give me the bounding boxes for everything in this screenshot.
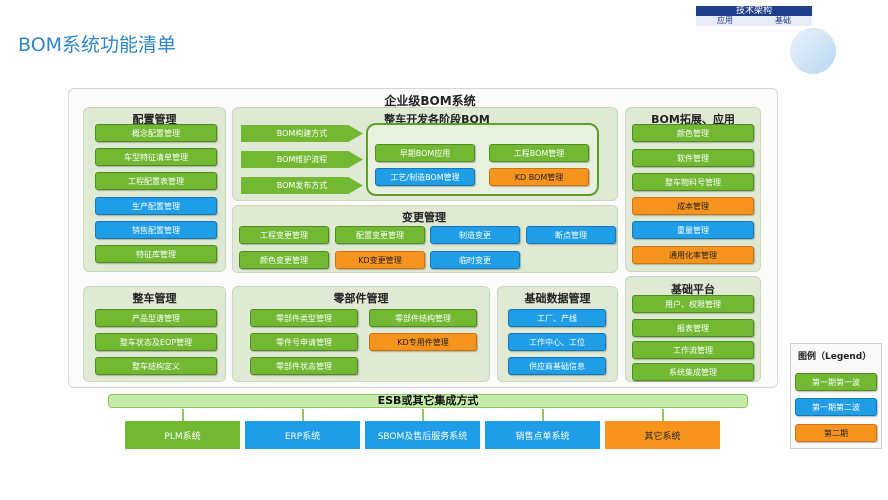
kd-bom-box[interactable]: KD BOM管理 [489, 168, 589, 186]
ext-item-color[interactable]: 颜色管理 [632, 124, 754, 142]
system-sbom[interactable]: SBOM及售后服务系统 [365, 421, 480, 449]
config-item-sales[interactable]: 销售配置管理 [95, 221, 217, 239]
legend-item-phase1-wave2: 第一期第二波 [795, 398, 877, 416]
system-plm[interactable]: PLM系统 [125, 421, 240, 449]
connector-line [542, 409, 544, 421]
change-item-breakpoint[interactable]: 断点管理 [526, 226, 616, 244]
legend-title: 图例（Legend） [798, 352, 872, 362]
config-mgmt-title: 配置管理 [132, 113, 177, 126]
tab-tech-architecture[interactable]: 技术架构 [696, 6, 812, 16]
eng-bom-box[interactable]: 工程BOM管理 [489, 144, 589, 162]
bom-maintain-arrow[interactable]: BOM维护流程 [241, 151, 363, 168]
parts-mgmt-title: 零部件管理 [333, 292, 389, 305]
change-item-config[interactable]: 配置变更管理 [335, 226, 425, 244]
parts-item-status[interactable]: 零部件状态管理 [250, 357, 358, 375]
change-item-eng[interactable]: 工程变更管理 [239, 226, 329, 244]
bom-build-arrow[interactable]: BOM构建方式 [241, 125, 363, 142]
system-sales-order[interactable]: 销售点单系统 [485, 421, 600, 449]
connector-line [302, 409, 304, 421]
system-other[interactable]: 其它系统 [605, 421, 720, 449]
change-item-kd[interactable]: KD变更管理 [335, 251, 425, 269]
base-data-title: 基础数据管理 [524, 292, 591, 305]
vehicle-item-eop[interactable]: 整车状态及EOP管理 [95, 333, 217, 351]
change-item-temp[interactable]: 临时变更 [430, 251, 520, 269]
parts-item-structure[interactable]: 零部件结构管理 [369, 309, 477, 327]
stage-bom-title: 整车开发各阶段BOM [384, 113, 490, 126]
esb-integration-bar: ESB或其它集成方式 [108, 394, 748, 408]
tab-foundation[interactable]: 基础 [754, 16, 812, 26]
system-erp[interactable]: ERP系统 [245, 421, 360, 449]
decorative-circle [790, 28, 836, 74]
change-item-mfg[interactable]: 制造变更 [430, 226, 520, 244]
parts-item-type[interactable]: 零部件类型管理 [250, 309, 358, 327]
vehicle-item-lineup[interactable]: 产品型谱管理 [95, 309, 217, 327]
legend-item-phase1-wave1: 第一期第一波 [795, 373, 877, 391]
vehicle-item-structure[interactable]: 整车结构定义 [95, 357, 217, 375]
platform-item-workflow[interactable]: 工作流管理 [632, 341, 754, 359]
connector-line [422, 409, 424, 421]
config-item-feature-list[interactable]: 车型特征清单管理 [95, 148, 217, 166]
ext-item-material-no[interactable]: 整车物料号管理 [632, 173, 754, 191]
change-item-color[interactable]: 颜色变更管理 [239, 251, 329, 269]
parts-item-kd-special[interactable]: KD专用件管理 [369, 333, 477, 351]
platform-item-user-perm[interactable]: 用户、权限管理 [632, 295, 754, 313]
parts-item-number-request[interactable]: 零件号申请管理 [250, 333, 358, 351]
bom-ext-title: BOM拓展、应用 [651, 113, 735, 126]
mfg-bom-box[interactable]: 工艺/制造BOM管理 [375, 168, 475, 186]
connector-line [662, 409, 664, 421]
config-item-concept[interactable]: 概念配置管理 [95, 124, 217, 142]
base-item-workcenter[interactable]: 工作中心、工位 [508, 333, 606, 351]
connector-line [182, 409, 184, 421]
change-mgmt-title: 变更管理 [402, 211, 446, 224]
platform-title: 基础平台 [671, 283, 715, 296]
platform-item-report[interactable]: 报表管理 [632, 319, 754, 337]
platform-item-integration[interactable]: 系统集成管理 [632, 363, 754, 381]
base-item-supplier[interactable]: 供应商基础信息 [508, 357, 606, 375]
base-item-factory[interactable]: 工厂、产线 [508, 309, 606, 327]
ext-item-cost[interactable]: 成本管理 [632, 197, 754, 215]
config-item-eng-config[interactable]: 工程配置表管理 [95, 172, 217, 190]
nav-tabs: 技术架构 应用 基础 [696, 6, 812, 26]
config-item-feature-lib[interactable]: 特征库管理 [95, 245, 217, 263]
vehicle-mgmt-title: 整车管理 [132, 292, 177, 305]
legend-item-phase2: 第二期 [795, 424, 877, 442]
tab-application[interactable]: 应用 [696, 16, 754, 26]
ext-item-weight[interactable]: 重量管理 [632, 221, 754, 239]
page-title: BOM系统功能清单 [18, 34, 177, 56]
config-item-production[interactable]: 生产配置管理 [95, 197, 217, 215]
ext-item-software[interactable]: 软件管理 [632, 149, 754, 167]
bom-release-arrow[interactable]: BOM发布方式 [241, 177, 363, 194]
ext-item-commonality[interactable]: 通用化率管理 [632, 246, 754, 264]
early-bom-box[interactable]: 早期BOM应用 [375, 144, 475, 162]
main-title: 企业级BOM系统 [384, 94, 476, 108]
